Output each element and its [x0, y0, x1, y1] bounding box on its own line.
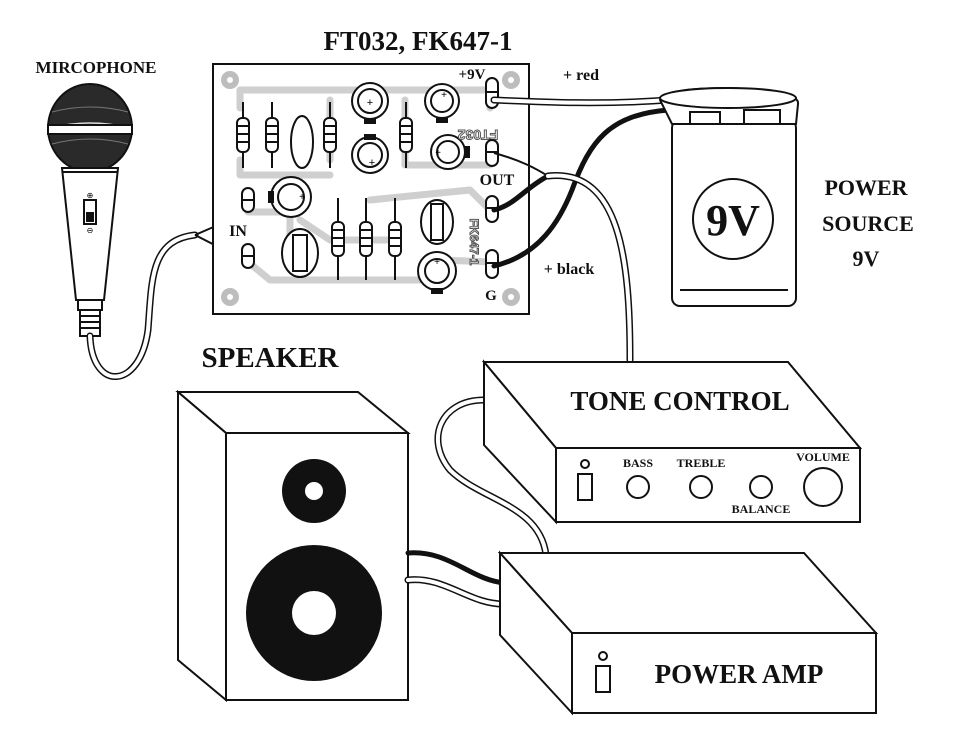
- speaker-icon: [175, 389, 411, 703]
- svg-text:+: +: [435, 148, 441, 159]
- battery-icon: 9V: [658, 86, 799, 307]
- power-source-line1: POWER: [824, 175, 908, 200]
- bass-knob[interactable]: [626, 475, 650, 499]
- pin-in-2: [241, 243, 255, 269]
- diagram-title: FT032, FK647-1: [324, 26, 513, 56]
- speaker-cable: [404, 550, 509, 608]
- pin-in-1: [241, 187, 255, 213]
- svg-text:+: +: [369, 157, 375, 169]
- balance-label: BALANCE: [732, 502, 791, 516]
- svg-text:+: +: [434, 257, 440, 268]
- svg-text:+: +: [441, 90, 447, 101]
- svg-text:⊕: ⊕: [87, 191, 94, 200]
- speaker-label: SPEAKER: [202, 342, 340, 374]
- tone-power-switch[interactable]: [577, 473, 593, 501]
- tone-indicator-led: [580, 459, 590, 469]
- pcb-silk-code-2: FK647-1: [467, 219, 481, 266]
- volume-knob[interactable]: [803, 467, 843, 507]
- power-amp-title: POWER AMP: [655, 659, 824, 689]
- battery-red-wire: [490, 96, 672, 107]
- svg-text:+: +: [299, 192, 305, 203]
- svg-text:⊖: ⊖: [87, 226, 94, 235]
- power-source-line2: SOURCE: [822, 211, 914, 236]
- microphone-icon: ⊕ ⊖: [47, 83, 133, 337]
- pcb-board: + + + + +: [212, 63, 530, 315]
- out-signal-cable: [491, 152, 634, 364]
- pin-out-1: [485, 139, 499, 167]
- pcb-g-label: G: [485, 288, 497, 304]
- microphone-label: MIRCOPHONE: [36, 58, 157, 77]
- pcb-silk-code-1: FT032: [458, 127, 499, 143]
- pcb-out-label: OUT: [480, 172, 515, 189]
- tone-control-title: TONE CONTROL: [570, 386, 789, 416]
- battery-face-label: 9V: [706, 196, 760, 245]
- amp-indicator-led: [598, 651, 608, 661]
- treble-knob[interactable]: [689, 475, 713, 499]
- red-wire-label: + red: [563, 67, 599, 84]
- tone-to-amp-cable: [434, 396, 550, 559]
- svg-text:+: +: [367, 97, 373, 109]
- battery-black-wire: [491, 107, 671, 269]
- power-source-line3: 9V: [853, 246, 880, 271]
- treble-label: TREBLE: [677, 456, 726, 470]
- balance-knob[interactable]: [749, 475, 773, 499]
- pcb-9v-label: +9V: [459, 67, 486, 83]
- bass-label: BASS: [623, 456, 653, 470]
- tone-control-unit: TONE CONTROL BASS TREBLE BALANCE VOLUME: [481, 359, 863, 525]
- black-wire-label: + black: [544, 261, 595, 278]
- pcb-in-label: IN: [229, 223, 247, 240]
- power-amp-unit: POWER AMP: [497, 550, 879, 716]
- volume-label: VOLUME: [796, 450, 850, 464]
- amp-power-switch[interactable]: [595, 665, 611, 693]
